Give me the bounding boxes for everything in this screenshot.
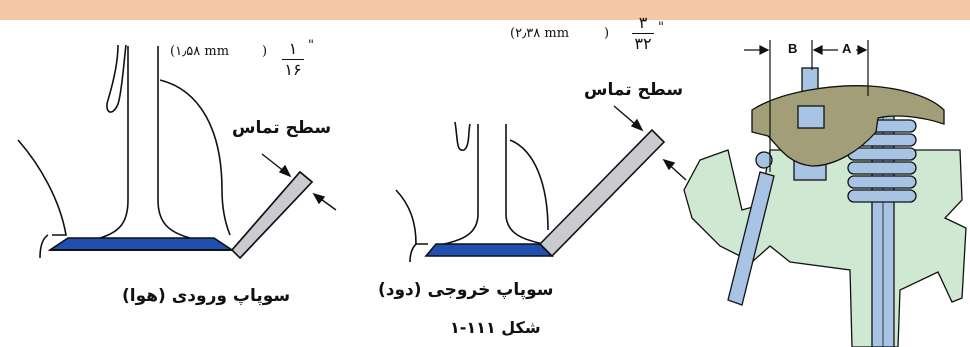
exhaust-margin-fraction: ۳ ۳۲ bbox=[630, 14, 656, 53]
intake-margin-mm: (۱٫۵۸ mm bbox=[170, 44, 230, 59]
header-band bbox=[0, 0, 970, 20]
intake-margin-paren: ) bbox=[262, 44, 268, 59]
exhaust-margin-paren: ) bbox=[604, 26, 610, 41]
exhaust-contact-arrows bbox=[613, 105, 687, 181]
exhaust-valve-seat bbox=[538, 128, 666, 258]
exhaust-fraction-denominator: ۳۲ bbox=[634, 34, 652, 53]
intake-valve-caption: سوپاپ ورودی (هوا) bbox=[122, 286, 291, 306]
intake-inch-mark: " bbox=[308, 38, 314, 53]
dimension-label-b: B bbox=[788, 41, 798, 56]
exhaust-inch-mark: " bbox=[658, 20, 664, 35]
intake-valve-seat bbox=[230, 170, 314, 260]
dimension-label-a: A bbox=[842, 41, 852, 56]
exhaust-margin-mm: (۲٫۳۸ mm bbox=[510, 26, 570, 41]
intake-margin-fraction: ۱ ۱۶ bbox=[280, 40, 306, 79]
intake-fraction-numerator: ۱ bbox=[288, 39, 298, 58]
exhaust-valve-drawing bbox=[395, 121, 549, 263]
intake-contact-arrows bbox=[261, 153, 337, 211]
intake-valve-face bbox=[47, 237, 235, 251]
exhaust-fraction-numerator: ۳ bbox=[638, 13, 648, 32]
intake-fraction-denominator: ۱۶ bbox=[284, 60, 302, 79]
intake-contact-label: سطح تماس bbox=[232, 118, 332, 138]
exhaust-valve-caption: سوپاپ خروجی (دود) bbox=[378, 280, 554, 300]
intake-fraction-bar bbox=[282, 59, 304, 60]
exhaust-fraction-bar bbox=[632, 33, 654, 34]
exhaust-contact-label: سطح تماس bbox=[584, 80, 684, 100]
figure-caption: شکل ۱۱۱-۱ bbox=[450, 318, 541, 337]
rocker-arm-diagram bbox=[683, 40, 967, 347]
exhaust-valve-face bbox=[424, 243, 554, 257]
